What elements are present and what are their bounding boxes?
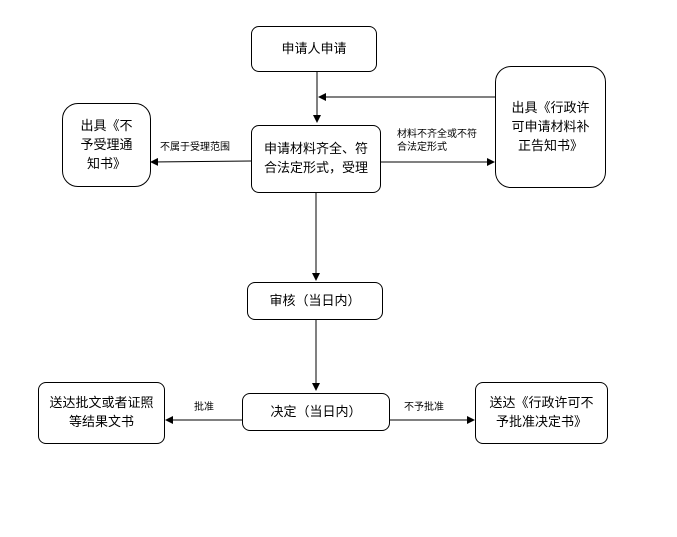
edge-label-out-of-scope: 不属于受理范围 xyxy=(160,142,230,153)
node-review: 审核（当日内） xyxy=(247,282,383,320)
node-apply-label: 申请人申请 xyxy=(281,41,347,57)
node-decision-label: 决定（当日内） xyxy=(270,404,362,420)
edge-label-incomplete: 材料不齐全或不符合法定形式 xyxy=(397,129,477,153)
node-accept-label: 申请材料齐全、符合法定形式，受理 xyxy=(263,142,368,176)
node-deliver-approval-label: 送达批文或者证照等结果文书 xyxy=(49,396,154,430)
node-review-label: 审核（当日内） xyxy=(269,293,361,309)
node-accept: 申请材料齐全、符合法定形式，受理 xyxy=(251,125,381,193)
edge-label-reject: 不予批准 xyxy=(404,402,444,413)
node-supplement-notice-label: 出具《行政许可申请材料补正告知书》 xyxy=(511,100,590,154)
node-deliver-approval: 送达批文或者证照等结果文书 xyxy=(38,382,165,444)
node-supplement-notice: 出具《行政许可申请材料补正告知书》 xyxy=(495,66,606,188)
node-deliver-rejection-label: 送达《行政许可不予批准决定书》 xyxy=(489,396,594,430)
node-apply: 申请人申请 xyxy=(251,26,377,72)
node-deliver-rejection: 送达《行政许可不予批准决定书》 xyxy=(475,382,608,444)
node-not-accept-notice: 出具《不予受理通知书》 xyxy=(62,103,151,187)
node-not-accept-notice-label: 出具《不予受理通知书》 xyxy=(80,118,133,172)
edge-label-approve: 批准 xyxy=(194,402,214,413)
node-decision: 决定（当日内） xyxy=(242,393,390,431)
arrow-out-of-scope xyxy=(150,157,252,166)
